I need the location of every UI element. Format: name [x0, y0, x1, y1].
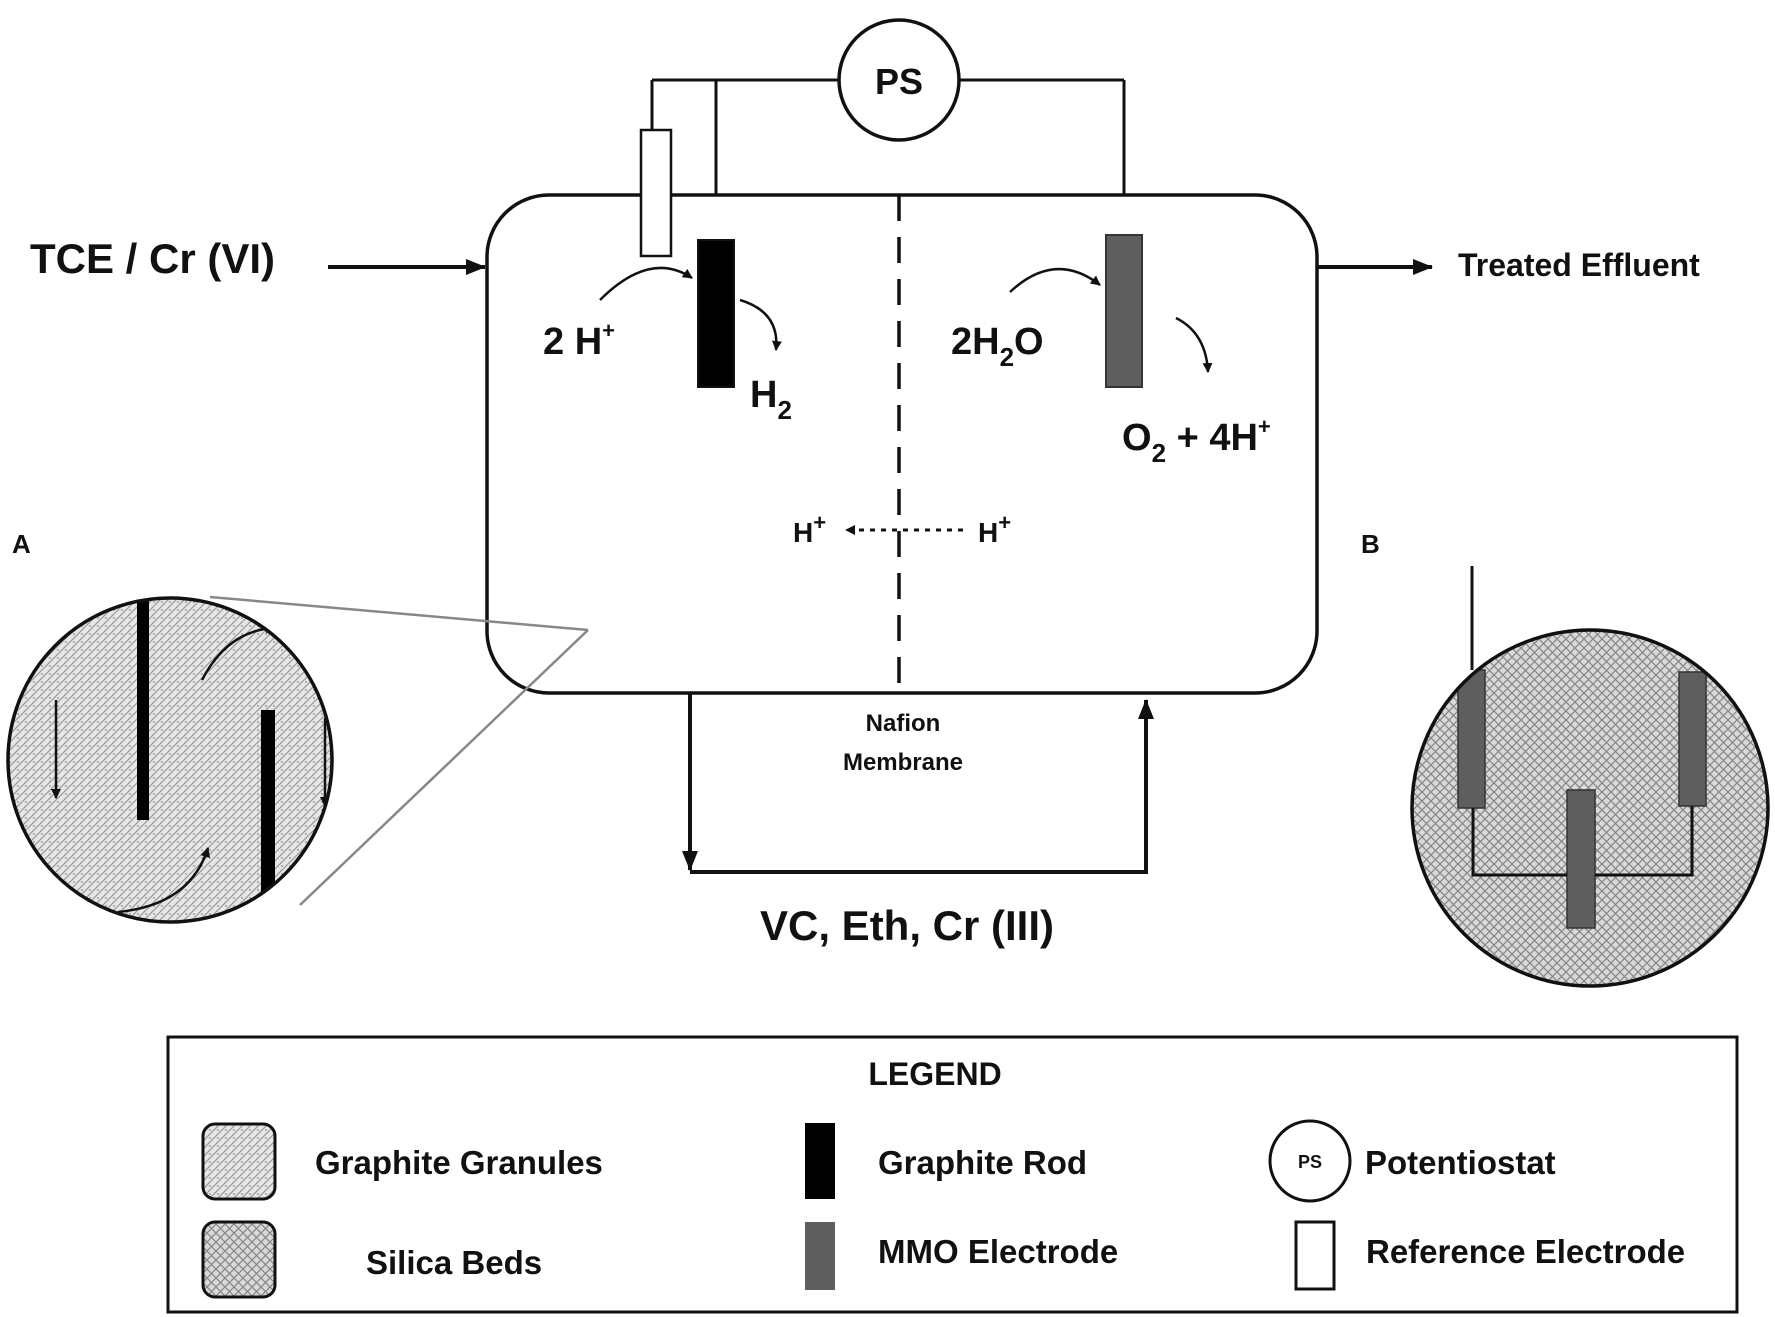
reference-electrode	[639, 128, 673, 258]
mmo-electrode-anode	[1105, 234, 1143, 388]
outlet-label: Treated Effluent	[1458, 247, 1700, 283]
graphite-rod-cathode	[697, 239, 735, 388]
cathode-out-arrow	[739, 298, 782, 351]
anode-out-arrow	[1175, 316, 1213, 373]
potentiostat-wiring	[650, 78, 1126, 240]
anode-product: O2 + 4H+	[1122, 414, 1271, 468]
legend-item-mmo-electrode: MMO Electrode	[805, 1222, 1118, 1290]
zoom-lines	[209, 595, 589, 906]
proton-right: H+	[978, 510, 1011, 548]
membrane-label-line2: Membrane	[843, 749, 963, 776]
anode-reactant: 2H2O	[951, 321, 1044, 372]
legend-label-mmo-electrode: MMO Electrode	[878, 1233, 1118, 1270]
legend-label-potentiostat: Potentiostat	[1365, 1144, 1556, 1181]
legend-item-reference-electrode: Reference Electrode	[1294, 1220, 1685, 1291]
panel-a-inset	[6, 596, 334, 924]
proton-left: H+	[793, 510, 826, 548]
legend-title: LEGEND	[868, 1056, 1001, 1092]
legend-item-silica-beds: Silica Beds	[201, 1220, 542, 1299]
cathode-in-arrow	[599, 266, 693, 301]
legend-label-silica-beds: Silica Beds	[366, 1244, 542, 1281]
anode-in-arrow	[1009, 267, 1101, 293]
potentiostat-label: PS	[875, 61, 923, 102]
legend-ps-symbol-text: PS	[1298, 1152, 1322, 1172]
cathode-reactant: 2 H+	[543, 318, 615, 363]
cathode-product: H2	[750, 374, 792, 425]
inlet-label: TCE / Cr (VI)	[30, 235, 275, 282]
legend-item-graphite-granules: Graphite Granules	[201, 1122, 603, 1201]
recirculation-loop	[682, 693, 1154, 874]
legend-item-potentiostat: PS Potentiostat	[1268, 1119, 1556, 1203]
panel-b-label: B	[1361, 529, 1380, 559]
panel-b-inset	[1410, 566, 1770, 988]
legend-item-graphite-rod: Graphite Rod	[805, 1123, 1087, 1199]
bottom-label: VC, Eth, Cr (III)	[760, 902, 1054, 949]
panel-a-label: A	[12, 529, 31, 559]
legend-label-graphite-granules: Graphite Granules	[315, 1144, 603, 1181]
legend-label-graphite-rod: Graphite Rod	[878, 1144, 1087, 1181]
potentiostat: PS	[837, 18, 961, 142]
legend: LEGEND Graphite Granules Silica Beds Gra…	[166, 1035, 1739, 1314]
membrane-label-line1: Nafion	[866, 710, 941, 737]
legend-label-reference-electrode: Reference Electrode	[1366, 1233, 1685, 1270]
